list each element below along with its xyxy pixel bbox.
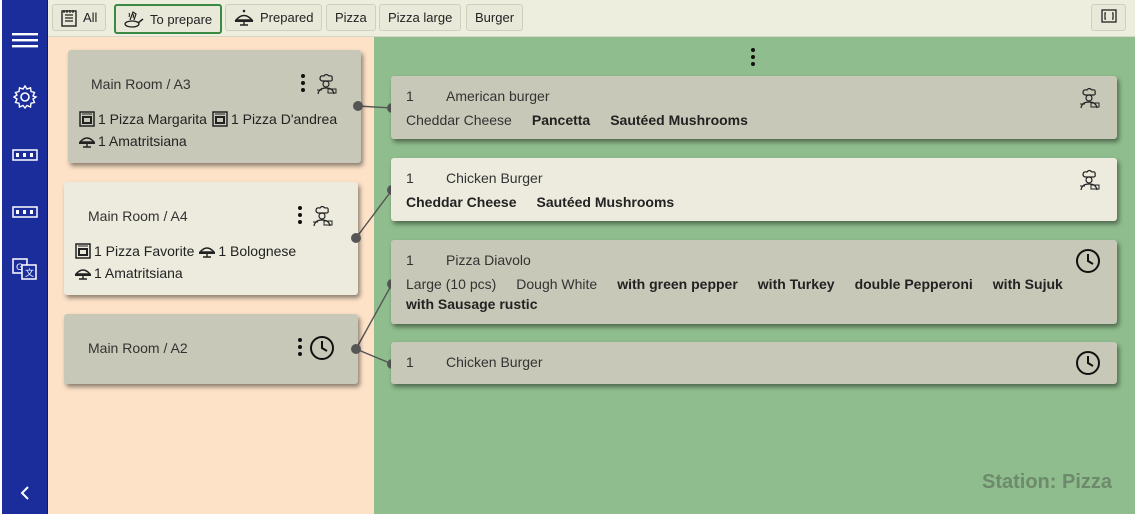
table-options-menu[interactable]: [297, 338, 303, 358]
table-card[interactable]: Main Room / A2: [64, 314, 358, 384]
clock-icon: [1075, 350, 1101, 381]
settings-gear-icon[interactable]: [2, 80, 48, 114]
order-modifiers: Cheddar Cheese Pancetta Sautéed Mushroom…: [406, 112, 768, 128]
modifier: Dough White: [516, 276, 598, 292]
svg-text:文: 文: [25, 267, 34, 279]
fullscreen-button[interactable]: [1091, 4, 1126, 31]
table-items-line: 1 Amatritsiana: [75, 265, 183, 281]
oven-icon: [79, 111, 95, 127]
filter-prepared-button[interactable]: Prepared: [225, 4, 323, 31]
filter-label: Prepared: [260, 10, 314, 25]
clock-icon: [309, 335, 335, 366]
order-card[interactable]: 1 Chicken Burger Cheddar Cheese Sautéed …: [391, 158, 1117, 221]
order-name: Chicken Burger: [446, 354, 543, 370]
order-card[interactable]: 1 Pizza Diavolo Large (10 pcs) Dough Whi…: [391, 240, 1117, 324]
oven-icon: [212, 111, 228, 127]
table-items-line: 1 Pizza Favorite 1 Bolognese: [75, 243, 296, 259]
order-card[interactable]: 1 Chicken Burger: [391, 342, 1117, 384]
modifier: Large (10 pcs): [406, 276, 497, 292]
station-label: Station: Pizza: [981, 471, 1112, 493]
item-text: 1 Bolognese: [218, 243, 297, 259]
order-name: Chicken Burger: [446, 170, 543, 186]
filter-label: Pizza: [335, 10, 367, 25]
filter-pizza-large-button[interactable]: Pizza large: [379, 4, 462, 31]
filter-label: All: [83, 10, 98, 25]
fullscreen-icon: [1100, 9, 1117, 26]
order-quantity: 1: [406, 170, 414, 186]
modifier: with Sausage rustic: [406, 296, 538, 312]
serving-dish-icon: [199, 243, 216, 259]
modifier: Sautéed Mushrooms: [610, 112, 748, 128]
cook-pan-icon: [124, 9, 144, 29]
chef-icon: [310, 204, 334, 233]
filter-label: Burger: [475, 10, 515, 25]
modifier: with green pepper: [617, 276, 738, 292]
filter-label: Pizza large: [388, 10, 453, 25]
table-title: Main Room / A2: [88, 340, 188, 356]
order-name: Pizza Diavolo: [446, 252, 531, 268]
display-icon[interactable]: [2, 138, 48, 172]
chef-icon: [1077, 86, 1101, 115]
item-text: 1 Amatritsiana: [94, 265, 183, 281]
table-options-menu[interactable]: [300, 74, 306, 94]
filter-pizza-button[interactable]: Pizza: [326, 4, 376, 31]
connector-dot: [351, 233, 361, 243]
table-items-line: 1 Pizza Margarita 1 Pizza D'andrea: [79, 111, 337, 127]
modifier: Sautéed Mushrooms: [536, 194, 675, 210]
table-options-menu[interactable]: [297, 206, 303, 226]
order-name: American burger: [446, 88, 550, 104]
order-modifiers: Cheddar Cheese Sautéed Mushrooms: [406, 194, 694, 210]
filter-bar: All To prepare Prepared Pizza Pizza larg…: [48, 0, 1135, 37]
item-text: 1 Amatritsiana: [98, 133, 187, 149]
order-modifiers: with Sausage rustic: [406, 296, 557, 312]
filter-burger-button[interactable]: Burger: [466, 4, 524, 31]
serving-dish-icon: [79, 133, 95, 149]
filter-to-prepare-button[interactable]: To prepare: [114, 4, 223, 34]
order-card[interactable]: 1 American burger Cheddar Cheese Pancett…: [391, 76, 1117, 139]
modifier: Pancetta: [531, 112, 591, 128]
serving-dish-icon: [234, 9, 254, 27]
modifier: Cheddar Cheese: [406, 112, 512, 128]
svg-text:G: G: [16, 263, 23, 273]
filter-label: To prepare: [150, 11, 213, 27]
modifier: with Sujuk: [992, 276, 1063, 292]
clock-icon: [1075, 248, 1101, 279]
display-alt-icon[interactable]: [2, 195, 48, 229]
modifier: double Pepperoni: [854, 276, 973, 292]
order-quantity: 1: [406, 88, 414, 104]
item-text: 1 Pizza D'andrea: [230, 111, 338, 127]
chef-icon: [1077, 168, 1101, 197]
item-text: 1 Pizza Favorite: [94, 243, 195, 259]
table-title: Main Room / A4: [88, 208, 188, 224]
table-title: Main Room / A3: [91, 76, 191, 92]
table-card[interactable]: Main Room / A3 1 Pizza Margarita 1 Pizza…: [68, 50, 361, 163]
table-items-line: 1 Amatritsiana: [79, 133, 187, 149]
item-text: 1 Pizza Margarita: [98, 111, 207, 127]
oven-icon: [75, 243, 91, 259]
order-quantity: 1: [406, 252, 414, 268]
serving-dish-icon: [75, 265, 91, 281]
connector-dot: [351, 344, 361, 354]
order-modifiers: Large (10 pcs) Dough White with green pe…: [406, 276, 1083, 292]
chef-icon: [314, 72, 338, 101]
table-card[interactable]: Main Room / A4 1 Pizza Favorite 1 Bologn…: [64, 182, 358, 295]
panel-options-menu[interactable]: [750, 48, 756, 68]
order-quantity: 1: [406, 354, 414, 370]
connector-dot: [353, 101, 363, 111]
notepad-icon: [61, 9, 77, 27]
modifier: with Turkey: [757, 276, 835, 292]
collapse-chevron-left-icon[interactable]: [2, 476, 48, 510]
menu-icon[interactable]: [2, 23, 48, 57]
filter-all-button[interactable]: All: [52, 4, 107, 31]
modifier: Cheddar Cheese: [406, 194, 517, 210]
